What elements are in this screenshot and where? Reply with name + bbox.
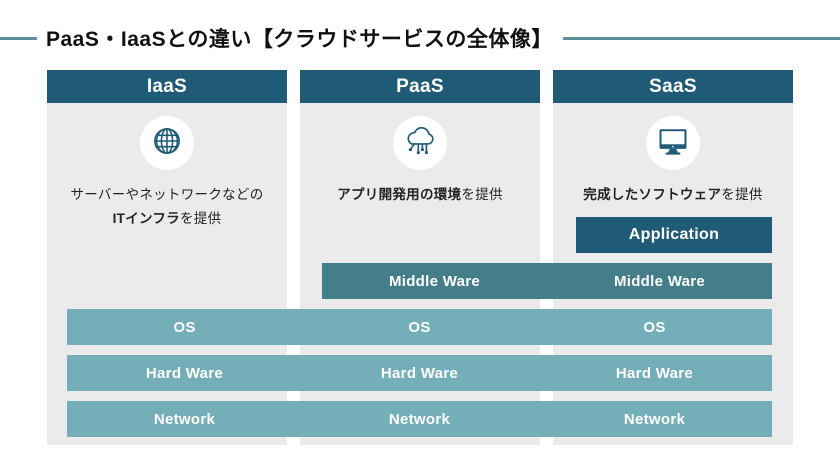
network-label-iaas: Network — [153, 410, 216, 428]
os-label-saas: OS — [643, 318, 666, 336]
cloud-network-icon — [401, 123, 439, 164]
os-label-iaas: OS — [173, 318, 196, 336]
layer-bar-network: Network Network Network — [67, 401, 772, 437]
title-line-left — [0, 36, 37, 40]
layer-bar-application: Application — [576, 217, 772, 253]
layer-bar-middleware: Middle Ware Middle Ware — [322, 263, 772, 299]
paas-desc-bold: アプリ開発用の環境 — [337, 187, 462, 202]
layer-bar-os: OS OS OS — [67, 309, 772, 345]
column-header-iaas: IaaS — [47, 70, 287, 103]
page-title: PaaS・IaaSとの違い【クラウドサービスの全体像】 — [46, 28, 553, 51]
hardware-label-paas: Hard Ware — [380, 364, 459, 382]
iaas-description: サーバーやネットワークなどの ITインフラを提供 — [53, 183, 281, 231]
network-label-saas: Network — [623, 410, 686, 428]
column-header-paas: PaaS — [300, 70, 540, 103]
monitor-icon — [655, 125, 691, 162]
middleware-label-paas: Middle Ware — [388, 272, 481, 290]
network-label-paas: Network — [388, 410, 451, 428]
hardware-label-iaas: Hard Ware — [145, 364, 224, 382]
application-label: Application — [628, 226, 720, 243]
saas-description: 完成したソフトウェアを提供 — [559, 183, 787, 207]
title-line-right — [562, 36, 840, 40]
saas-desc-tail: を提供 — [721, 187, 763, 202]
title-row: PaaS・IaaSとの違い【クラウドサービスの全体像】 — [0, 23, 840, 53]
middleware-label-saas: Middle Ware — [613, 272, 706, 290]
iaas-icon-circle — [140, 116, 194, 170]
hardware-label-saas: Hard Ware — [615, 364, 694, 382]
os-label-paas: OS — [408, 318, 431, 336]
layer-bar-hardware: Hard Ware Hard Ware Hard Ware — [67, 355, 772, 391]
iaas-desc-line1: サーバーやネットワークなどの — [70, 187, 264, 202]
paas-description: アプリ開発用の環境を提供 — [306, 183, 534, 207]
column-header-saas: SaaS — [553, 70, 793, 103]
iaas-desc-bold: ITインフラ — [112, 211, 180, 226]
paas-icon-circle — [393, 116, 447, 170]
globe-icon — [150, 124, 184, 163]
saas-icon-circle — [646, 116, 700, 170]
saas-desc-bold: 完成したソフトウェア — [583, 187, 722, 202]
paas-desc-tail: を提供 — [461, 187, 503, 202]
iaas-desc-tail: を提供 — [180, 211, 222, 226]
